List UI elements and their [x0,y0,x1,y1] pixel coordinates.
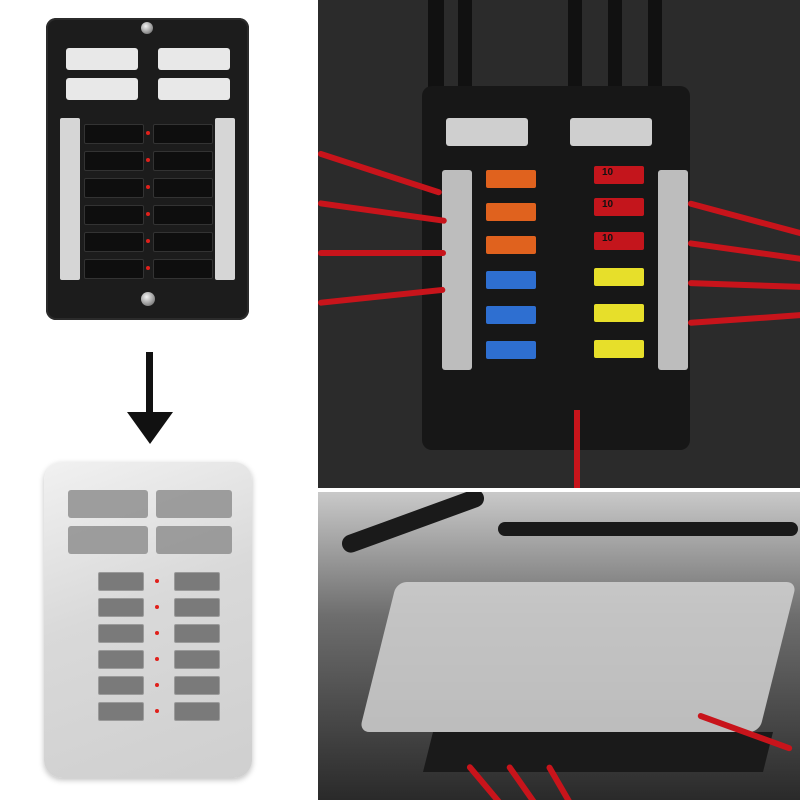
fuse-slot [153,151,213,171]
wire-red [687,240,800,263]
fuse-slot [84,151,144,171]
fuse-slot [153,124,213,144]
cover-window [68,526,148,554]
fuse-slot [84,232,144,252]
fuse-yellow [594,340,644,358]
arrow-down-icon-head [127,412,173,444]
cover-window [68,490,148,518]
center-stud-bottom [141,292,155,306]
wire-red [687,311,800,326]
fuse-slot [153,178,213,198]
busbar-top-right [158,48,230,70]
fuse-blue [486,306,536,324]
fuse-orange [486,170,536,188]
wire-black [428,0,444,110]
fuse-block-base [423,732,773,772]
fuse-blue [486,271,536,289]
indicator-led [146,239,150,243]
fuse-yellow [594,304,644,322]
center-stud-top [141,22,153,34]
fuse-blue [486,341,536,359]
fuse-red: 10 [594,232,644,250]
cover-fuse-slot [174,676,220,695]
fuse-slot [153,232,213,252]
indicator-led [155,579,159,583]
fuse-orange [486,236,536,254]
indicator-led [146,131,150,135]
indicator-led [146,158,150,162]
indicator-led [146,185,150,189]
terminal-strip-right [215,118,235,280]
installed-photo-top: 10 10 10 [318,0,800,488]
indicator-led [146,266,150,270]
cover-fuse-slot [174,702,220,721]
indicator-led [155,683,159,687]
cover-fuse-slot [174,598,220,617]
wire-red [687,200,800,237]
fuse-slot [153,259,213,279]
cover-window [156,526,232,554]
wire-red-ground [574,410,580,488]
busbar [570,118,652,146]
cover-fuse-slot [174,572,220,591]
cover-fuse-slot [174,650,220,669]
terminal-strip-right [658,170,688,370]
wire-black [498,522,798,536]
fuse-rating: 10 [602,233,614,244]
cover-fuse-slot [98,572,144,591]
fuse-rating: 10 [602,167,614,178]
indicator-led [155,631,159,635]
cover-fuse-slot [98,650,144,669]
wire-red [687,280,800,291]
fuse-red: 10 [594,166,644,184]
terminal-strip-left [60,118,80,280]
fuse-slot [84,205,144,225]
cover-fuse-slot [98,676,144,695]
fuse-slot [153,205,213,225]
wire-black [608,0,622,100]
indicator-led [146,212,150,216]
fuse-block-uncovered [46,18,249,320]
fuse-block-covered [44,462,252,778]
cover-fuse-slot [174,624,220,643]
fuse-rating: 10 [602,199,614,210]
fuse-slot [84,178,144,198]
busbar-bottom-right [158,78,230,100]
wire-red [318,250,446,256]
cover-fuse-slot [98,702,144,721]
busbar-bottom-left [66,78,138,100]
busbar [446,118,528,146]
busbar-top-left [66,48,138,70]
wire-black [648,0,662,100]
cover-window [156,490,232,518]
arrow-down-icon [146,352,153,420]
indicator-led [155,709,159,713]
cover-fuse-slot [98,624,144,643]
fuse-orange [486,203,536,221]
fuse-yellow [594,268,644,286]
fuse-slot [84,259,144,279]
wire-black [458,0,472,100]
cover-fuse-slot [98,598,144,617]
fuse-red: 10 [594,198,644,216]
indicator-led [155,657,159,661]
terminal-strip-left [442,170,472,370]
indicator-led [155,605,159,609]
wire-black [568,0,582,100]
fuse-block-cover [359,582,797,732]
fuse-slot [84,124,144,144]
installed-photo-bottom [318,492,800,800]
